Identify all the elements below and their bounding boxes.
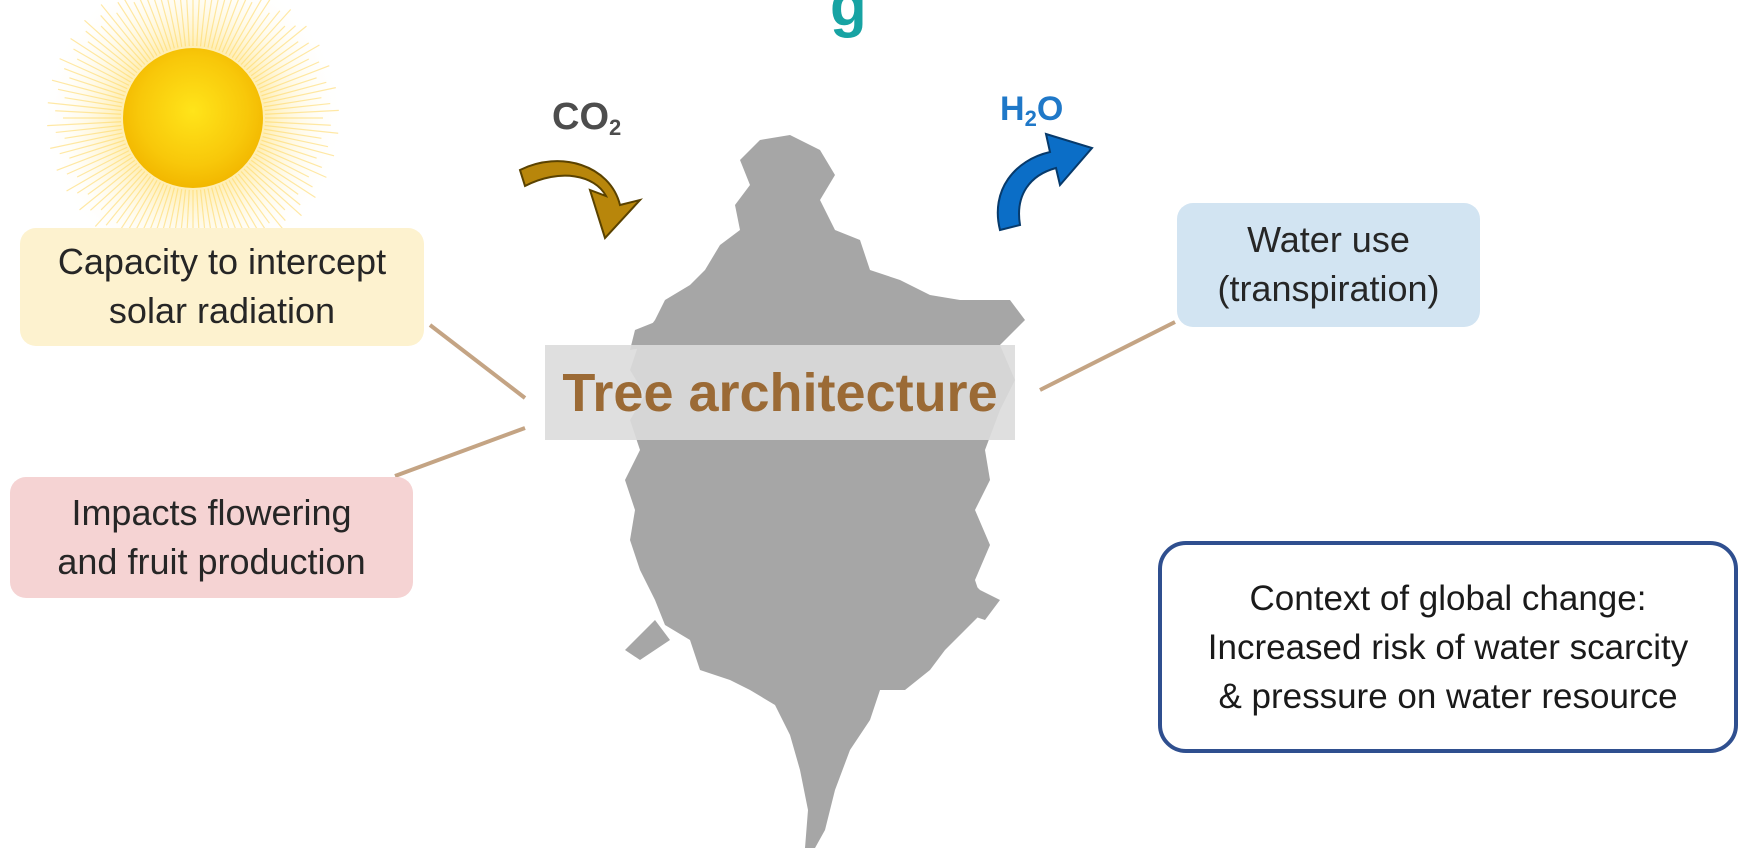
tree-silhouette — [625, 135, 1025, 848]
center-label: Tree architecture — [562, 362, 998, 423]
solar-box-line2: solar radiation — [108, 290, 336, 331]
center-label-band — [545, 345, 1015, 440]
connector-water — [1039, 320, 1176, 392]
flowering-box-line1: Impacts flowering — [71, 491, 352, 533]
h2o-label-o: O — [1036, 90, 1064, 128]
co2-arrow-icon — [518, 160, 643, 240]
flowering-box: Impacts flowering and fruit production — [10, 477, 413, 598]
water-box-line1: Water use — [1247, 219, 1410, 261]
sun-icon — [43, 0, 343, 268]
water-use-box: Water use (transpiration) — [1177, 203, 1480, 327]
co2-label-sub: 2 — [609, 115, 622, 140]
connector-solar — [428, 323, 527, 400]
connector-lines — [394, 320, 1176, 478]
slide-title-fragment: g — [830, 0, 867, 38]
solar-radiation-box: Capacity to intercept solar radiation — [20, 228, 424, 346]
water-box-line2: (transpiration) — [1217, 268, 1440, 309]
h2o-label-h: H — [1000, 90, 1025, 128]
h2o-label-sub: 2 — [1024, 106, 1037, 131]
solar-box-line1: Capacity to intercept — [57, 241, 387, 283]
context-line1: Context of global change: — [1249, 578, 1647, 618]
co2-label: CO2 — [552, 96, 621, 141]
context-line3: & pressure on water resource — [1218, 676, 1678, 716]
context-line2: Increased risk of water scarcity — [1207, 627, 1689, 667]
h2o-label: H2O — [1000, 90, 1063, 132]
co2-label-main: CO — [552, 96, 609, 138]
connector-flowering — [394, 426, 526, 478]
h2o-arrow-icon — [996, 132, 1094, 232]
global-change-context-box: Context of global change: Increased risk… — [1158, 541, 1738, 753]
flowering-box-line2: and fruit production — [57, 540, 366, 582]
